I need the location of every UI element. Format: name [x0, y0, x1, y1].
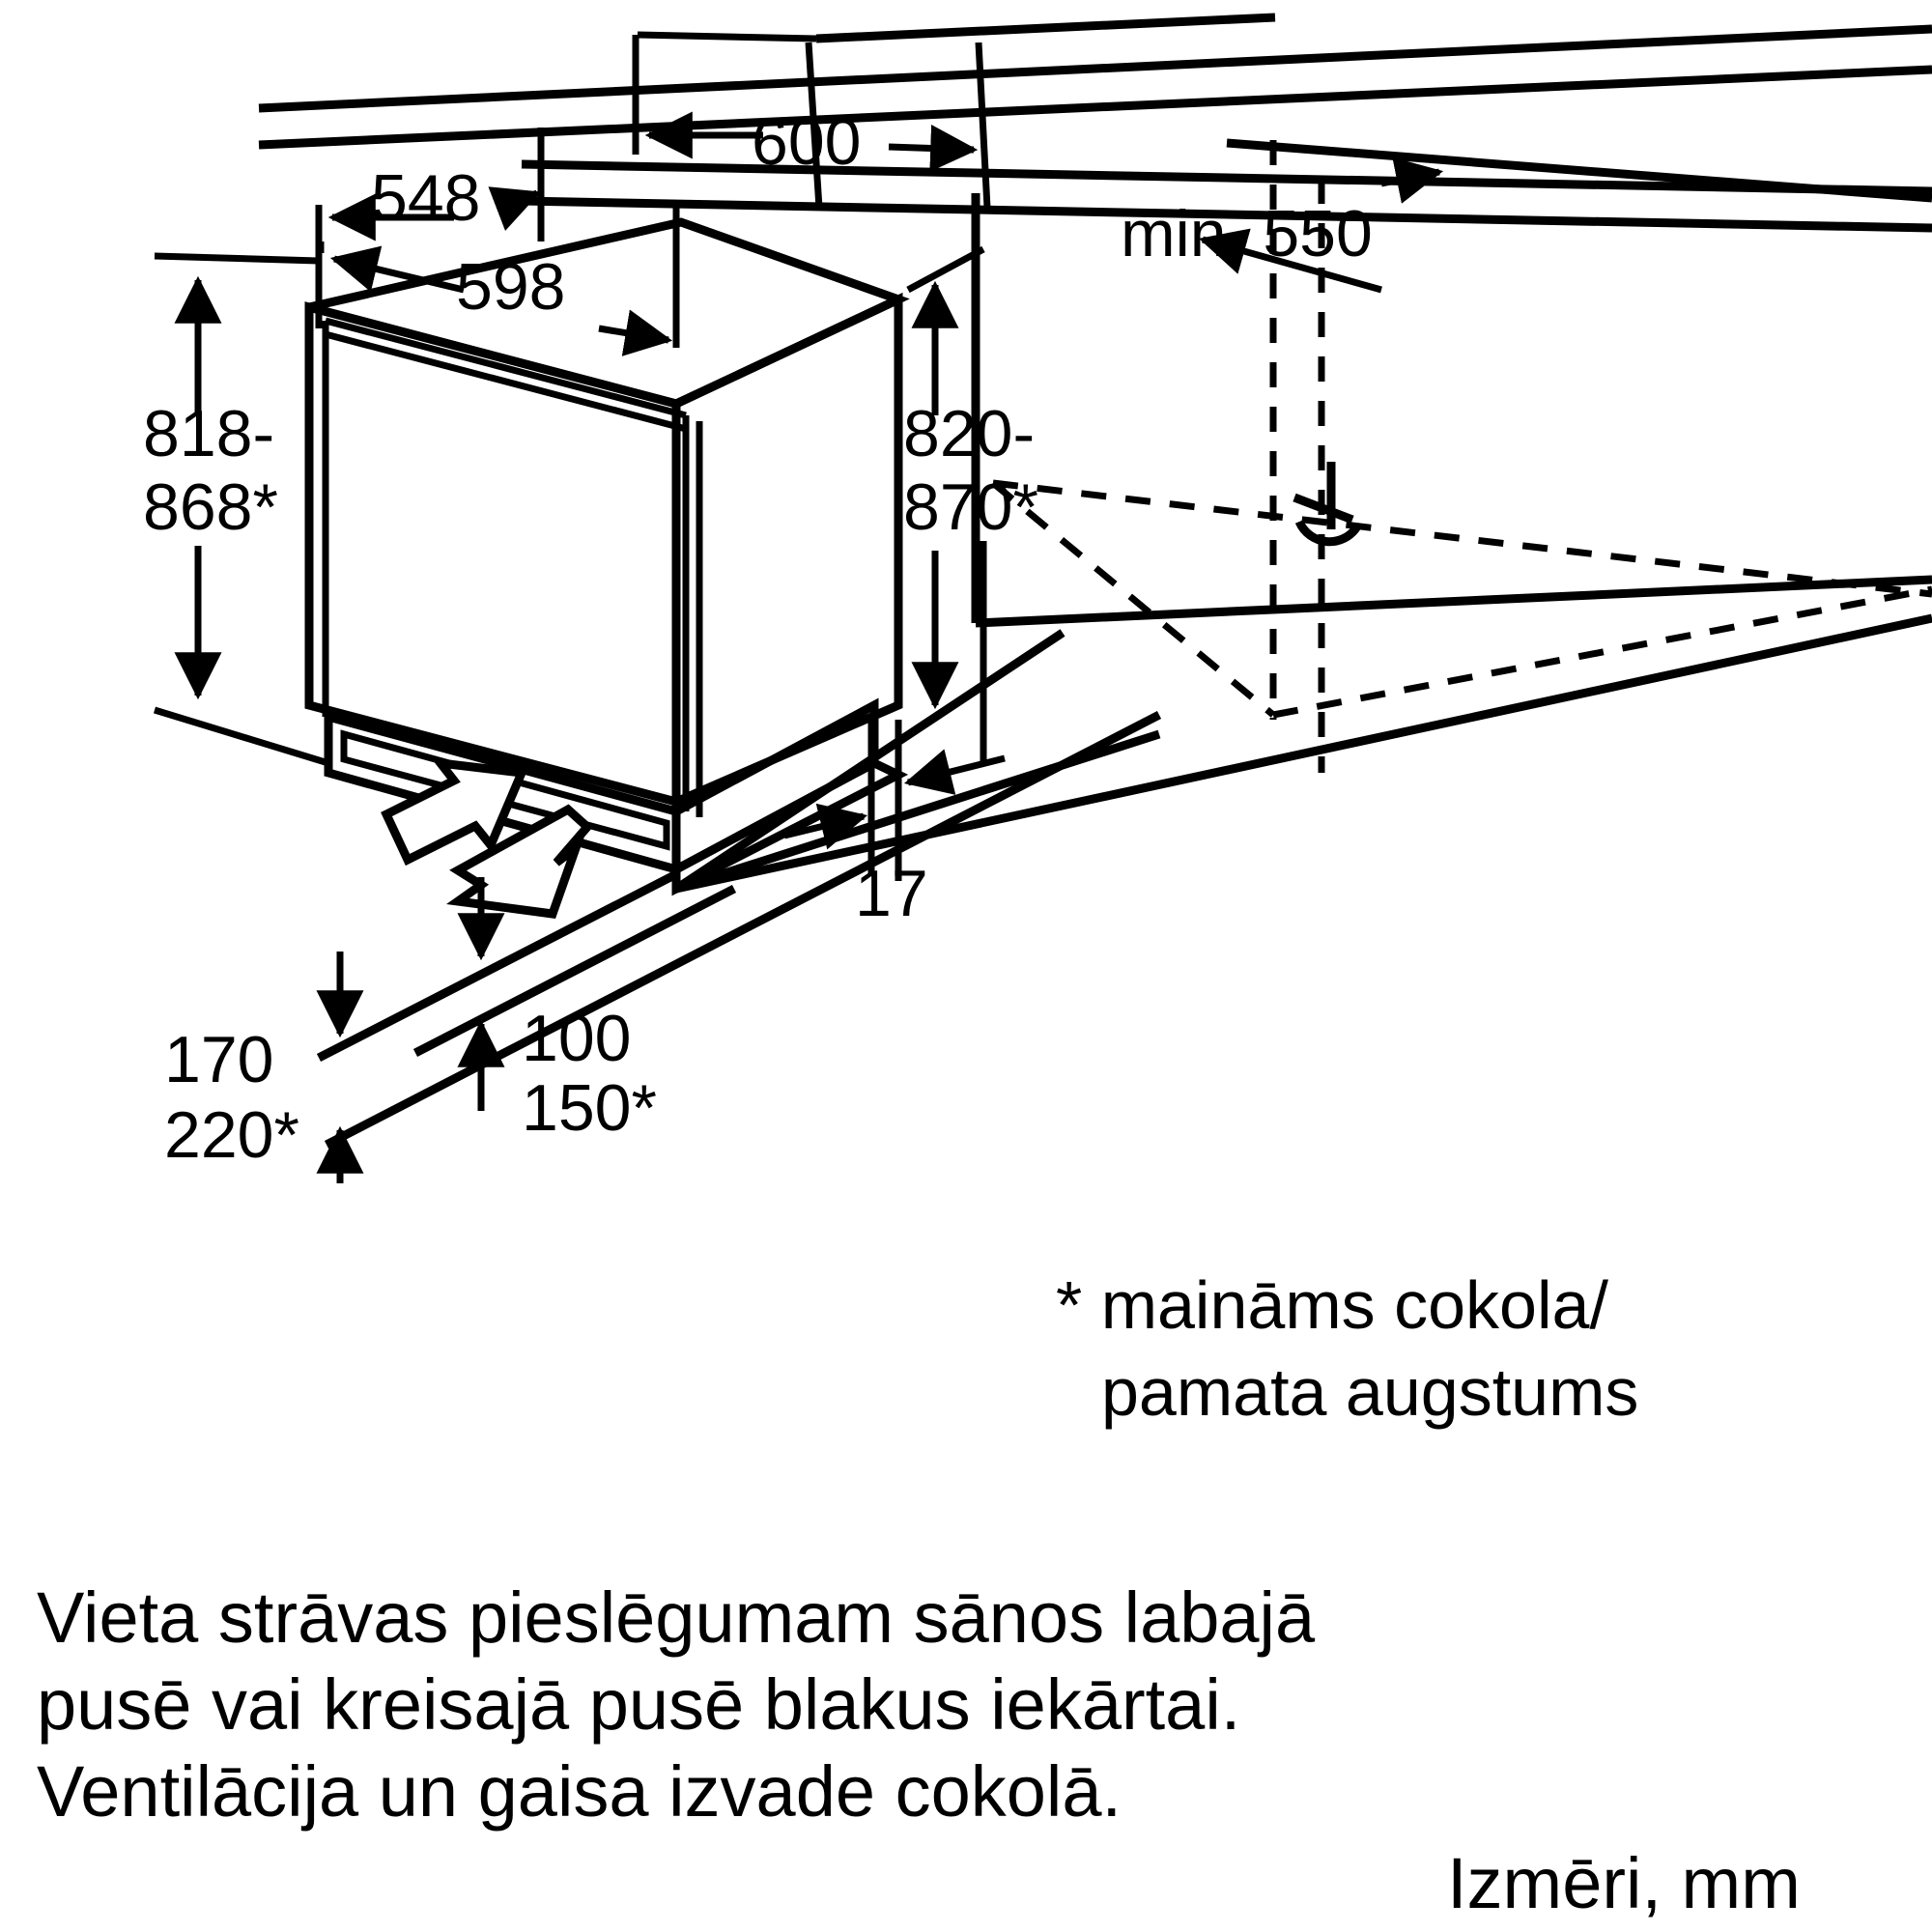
floor-lines [673, 613, 1932, 894]
power-connection-icon [1293, 462, 1361, 547]
dimension-label-870: 870* [903, 470, 1038, 544]
units-note: Izmēri, mm [1447, 1843, 1801, 1923]
airflow-out-arrow-icon [446, 804, 594, 919]
dimension-label-598: 598 [456, 250, 565, 324]
dimension-label-548: 548 [371, 161, 480, 235]
footnote-line-2: pamata augstums [1101, 1354, 1638, 1430]
airflow-in-arrow-icon [381, 757, 528, 867]
worktop-front-face [521, 159, 1932, 233]
dimension-label-818: 818- [143, 397, 274, 470]
dimension-label-min-550: min. 550 [1121, 197, 1373, 270]
footnote-line-1: * maināms cokola/ [1056, 1267, 1608, 1343]
wall-surfaces [971, 193, 1932, 628]
dimension-548: 548 [315, 128, 545, 328]
hidden-construction-lines [990, 140, 1932, 720]
dimension-label-600: 600 [752, 105, 861, 179]
dimension-label-150: 150* [522, 1071, 657, 1145]
dimension-170-220: 170 220* [164, 952, 364, 1183]
description-line-2: pusē vai kreisajā pusē blakus iekārtai. [37, 1664, 1240, 1745]
dimension-label-220: 220* [164, 1098, 299, 1172]
dimension-100-150: 100 150* [457, 877, 657, 1145]
dimension-label-868: 868* [143, 470, 278, 544]
dimension-min-550: min. 550 [1121, 156, 1444, 773]
description-line-1: Vieta strāvas pieslēgumam sānos labajā [37, 1577, 1316, 1658]
description-line-3: Ventilācija un gaisa izvade cokolā. [37, 1751, 1122, 1832]
floor-guide-lines [316, 711, 1162, 1149]
dimension-600: 600 [632, 13, 1276, 209]
dimension-820-870: 820- 870* [903, 245, 1038, 763]
dimension-label-820: 820- [903, 397, 1035, 470]
dimension-598: 598 [329, 208, 680, 356]
dimension-label-170: 170 [164, 1023, 273, 1096]
appliance-body [304, 217, 910, 817]
dimension-818-868: 818- 868* [143, 252, 330, 767]
